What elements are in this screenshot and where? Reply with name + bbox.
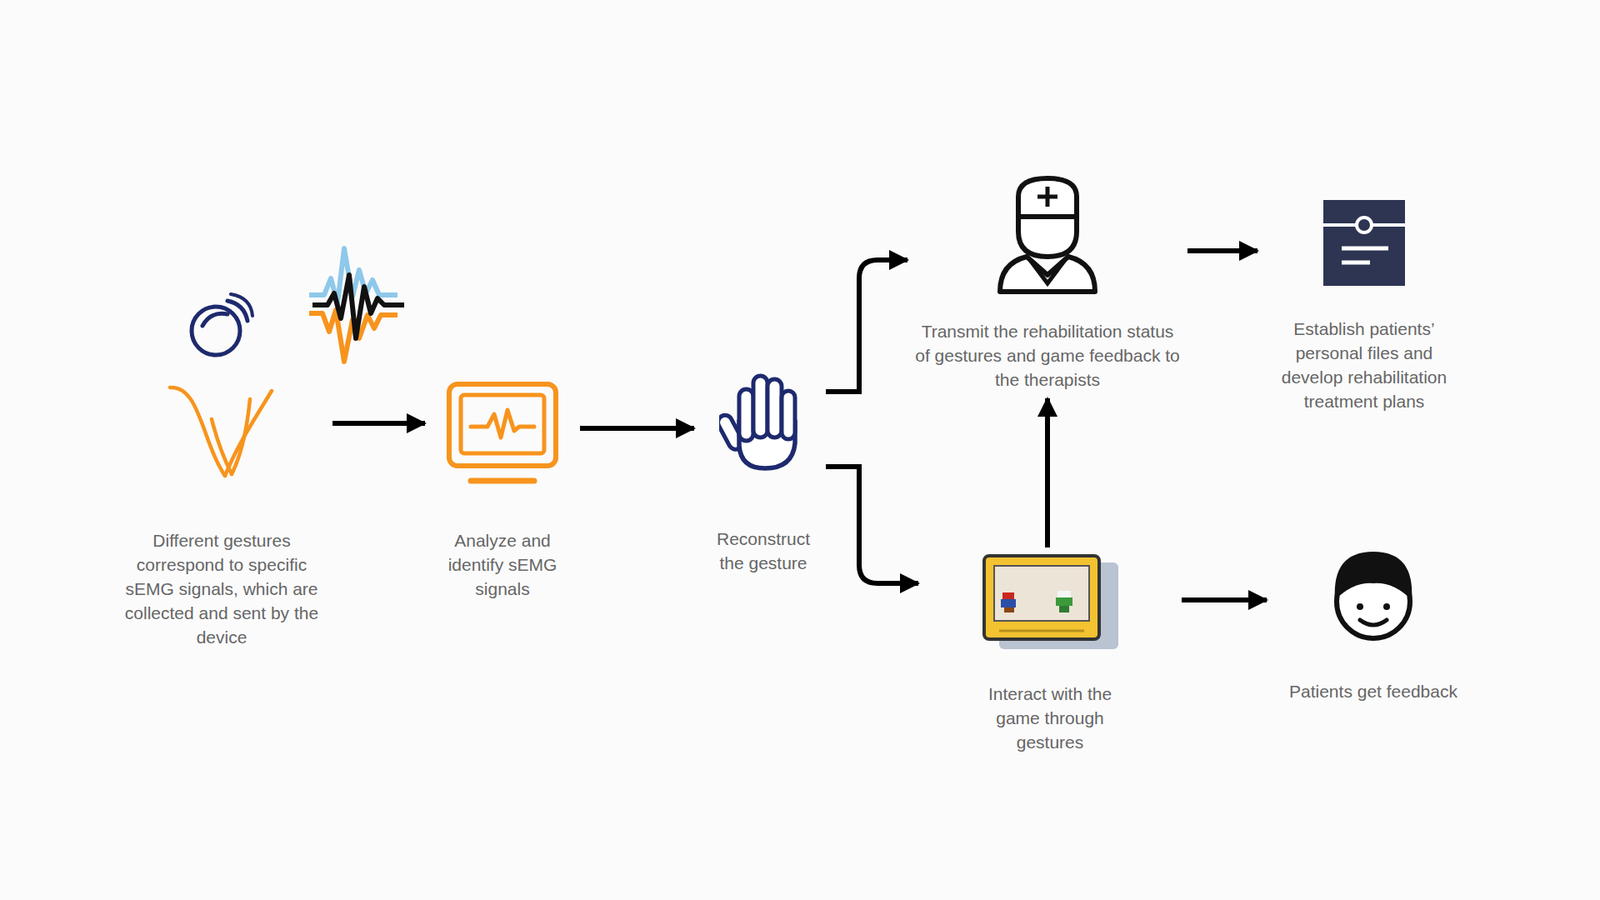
game-cartridge-icon-part xyxy=(1000,599,1016,608)
step-node: Patients get feedback xyxy=(1273,548,1474,704)
sensor-body xyxy=(191,306,240,355)
game-cartridge-icon-part xyxy=(1059,605,1070,613)
game-cartridge-icon xyxy=(982,554,1119,650)
step-caption: Different gestures correspond to specifi… xyxy=(117,528,326,650)
file-icon-part xyxy=(1356,217,1372,233)
flow-arrow xyxy=(1181,597,1267,603)
file-icon-part xyxy=(1323,200,1405,286)
hand-icon-part xyxy=(767,379,782,438)
step-caption: Interact with the game through gestures xyxy=(970,681,1130,755)
patient-face-icon-part xyxy=(1356,603,1364,610)
gesture-icon xyxy=(166,382,277,480)
hand-icon-part xyxy=(739,389,754,441)
game-cartridge-icon-part xyxy=(1057,590,1071,598)
sensor-icon xyxy=(185,292,255,360)
step-node: Different gestures correspond to specifi… xyxy=(117,382,326,650)
monitor-icon xyxy=(445,380,560,488)
flow-arrow xyxy=(332,420,425,426)
wave-black xyxy=(312,275,405,339)
hand-icon-part xyxy=(753,375,768,438)
game-cartridge-icon-part xyxy=(984,555,1100,640)
game-cartridge-icon-part xyxy=(1002,592,1015,600)
hand-icon xyxy=(719,372,809,472)
step-node: Transmit the rehabilitation status of ge… xyxy=(914,173,1181,392)
patient-face-icon-part xyxy=(1360,620,1387,625)
flow-arrow xyxy=(1045,398,1050,548)
step-caption: Establish patients’ personal files and d… xyxy=(1264,316,1465,414)
step-node: Reconstruct the gesture xyxy=(700,372,826,575)
gesture-icon-part xyxy=(211,419,232,475)
hand-icon-part xyxy=(781,390,795,440)
game-cartridge-icon-part xyxy=(1055,597,1073,606)
file-icon-part xyxy=(1341,260,1370,265)
flow-arrow xyxy=(580,425,695,431)
patient-face-icon xyxy=(1325,548,1422,645)
sensor-arc xyxy=(227,300,248,321)
file-icon xyxy=(1323,200,1405,286)
doctor-icon-part xyxy=(1000,256,1095,292)
gesture-icon-part xyxy=(231,399,250,475)
step-caption: Analyze and identify sEMG signals xyxy=(431,528,574,601)
sensor-arc xyxy=(230,294,253,316)
flow-arrow xyxy=(825,260,908,392)
patient-face-icon-part xyxy=(1335,551,1413,600)
game-cartridge-icon-part xyxy=(994,565,1090,621)
signal-waves xyxy=(305,245,409,365)
step-caption: Transmit the rehabilitation status of ge… xyxy=(914,319,1181,392)
step-caption: Reconstruct the gesture xyxy=(705,526,822,575)
game-cartridge-icon-part xyxy=(1004,607,1015,613)
flow-arrow xyxy=(825,466,919,584)
step-node: Analyze and identify sEMG signals xyxy=(431,380,574,601)
gesture-icon-part xyxy=(225,390,272,476)
sensor-arc xyxy=(202,313,228,326)
game-cartridge-icon-part xyxy=(999,630,1085,633)
step-node: Establish patients’ personal files and d… xyxy=(1264,200,1465,414)
doctor-icon-part xyxy=(1030,260,1065,284)
doctor-icon-part xyxy=(1037,195,1058,200)
doctor-icon-part xyxy=(1018,178,1077,217)
monitor-icon-part xyxy=(460,395,545,454)
monitor-icon-part xyxy=(470,478,535,485)
step-caption: Patients get feedback xyxy=(1273,679,1474,704)
doctor-icon-part xyxy=(1018,216,1077,257)
monitor-icon-part xyxy=(470,410,535,438)
patient-face-icon-part xyxy=(1383,603,1390,610)
file-icon-part xyxy=(1341,246,1389,251)
doctor-icon xyxy=(993,173,1102,296)
step-node: Interact with the game through gestures xyxy=(925,554,1175,755)
monitor-icon-part xyxy=(449,384,556,466)
flow-arrow xyxy=(1187,248,1258,254)
